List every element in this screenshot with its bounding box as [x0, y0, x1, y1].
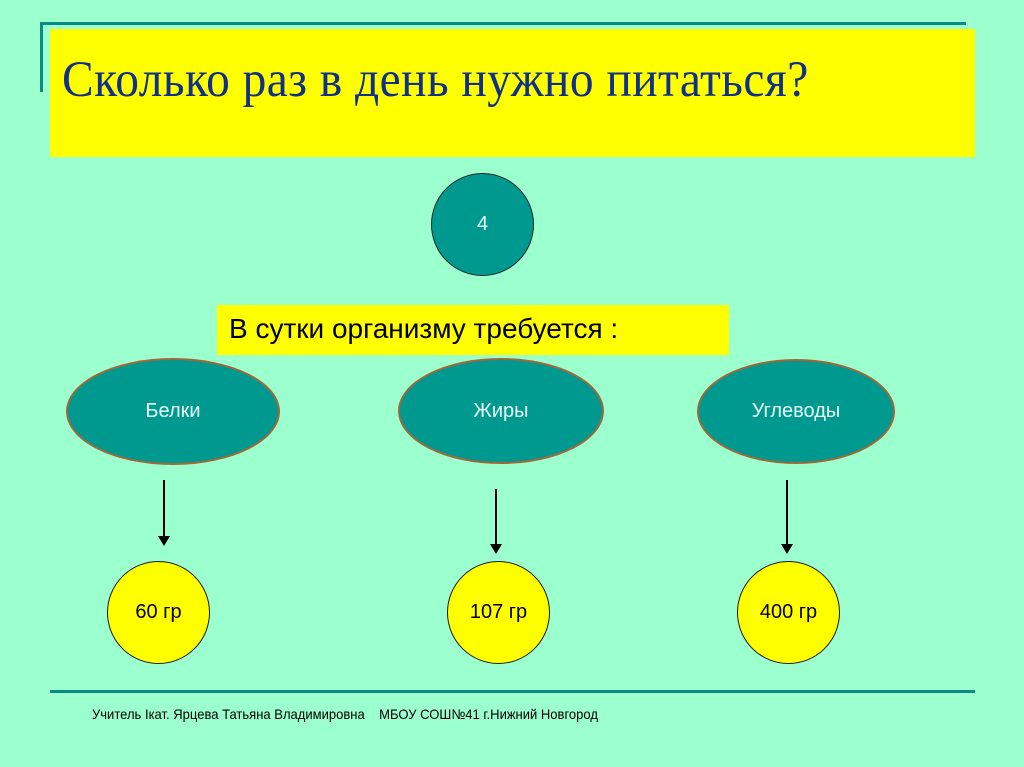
- title-box: Сколько раз в день нужно питаться?: [50, 29, 975, 157]
- title-frame-top-line: [40, 22, 966, 25]
- nutrient-ellipse-fats: Жиры: [398, 358, 604, 464]
- nutrient-name: Жиры: [473, 399, 529, 422]
- requirement-label: В сутки организму требуется :: [229, 313, 619, 344]
- amount-circle-carbs: 400 гр: [737, 561, 840, 664]
- amount-value: 107 гр: [469, 601, 528, 623]
- arrow-down-icon: [490, 489, 502, 554]
- arrow-down-icon: [781, 480, 793, 554]
- nutrient-name: Углеводы: [751, 400, 841, 422]
- requirement-box: В сутки организму требуется :: [217, 305, 729, 355]
- slide-title: Сколько раз в день нужно питаться?: [62, 52, 809, 108]
- amount-circle-proteins: 60 гр: [107, 561, 210, 664]
- footer-credit: Учитель Iкат. Ярцева Татьяна Владимировн…: [92, 706, 598, 722]
- meals-count-circle: 4: [431, 173, 534, 276]
- title-frame-left-line: [40, 22, 43, 92]
- nutrient-ellipse-proteins: Белки: [66, 358, 280, 465]
- arrow-down-icon: [158, 480, 170, 546]
- nutrient-name: Белки: [145, 400, 201, 422]
- amount-value: 60 гр: [135, 601, 182, 623]
- meals-count-value: 4: [476, 213, 489, 235]
- amount-value: 400 гр: [759, 601, 818, 623]
- amount-circle-fats: 107 гр: [447, 561, 550, 664]
- footer-divider: [50, 690, 975, 693]
- nutrient-ellipse-carbs: Углеводы: [697, 359, 895, 464]
